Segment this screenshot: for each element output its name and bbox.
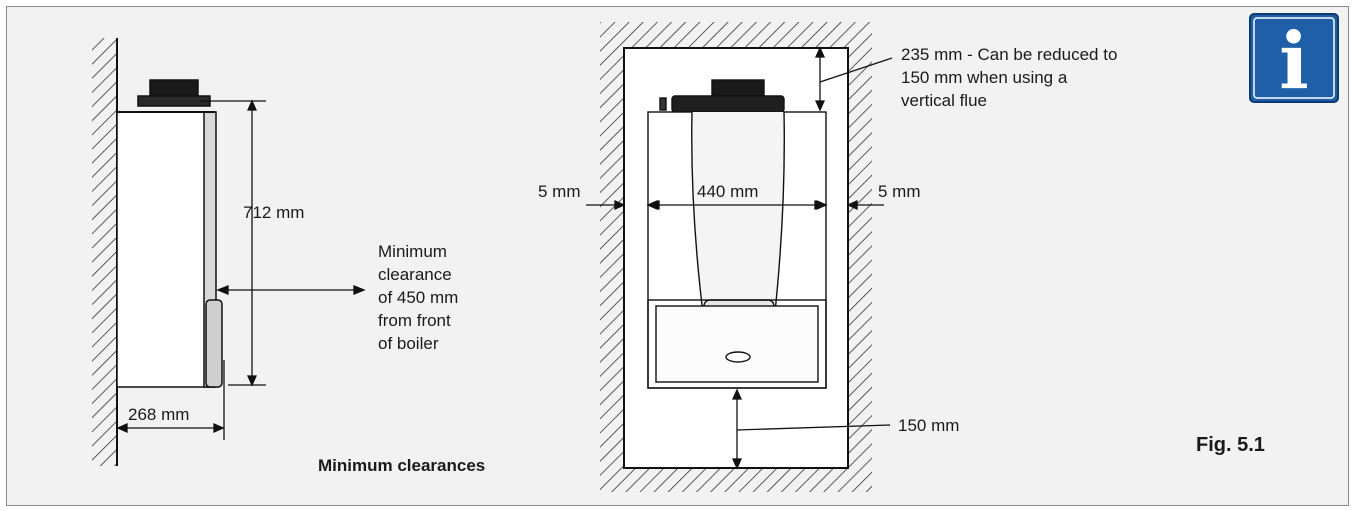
bottom-clearance-label: 150 mm	[898, 416, 959, 435]
side-boiler	[116, 79, 223, 388]
info-icon: i	[1249, 13, 1339, 107]
left-clearance-label: 5 mm	[538, 182, 581, 201]
left-clearance-dimension	[586, 199, 658, 211]
top-clearance-line-1: 235 mm - Can be reduced to	[901, 45, 1117, 64]
side-height-dimension	[200, 99, 266, 387]
width-label: 440 mm	[697, 182, 758, 201]
right-clearance-dimension	[816, 199, 884, 211]
front-clearance-line-4: from front	[378, 311, 451, 330]
side-depth-label: 268 mm	[128, 405, 189, 424]
front-clearance-arrow	[216, 285, 366, 295]
side-height-label: 712 mm	[243, 203, 304, 222]
front-clearance-label: Minimum clearance of 450 mm from front o…	[378, 242, 463, 353]
bottom-clearance-dimension	[731, 388, 891, 470]
front-clearance-line-5: of boiler	[378, 334, 439, 353]
caption: Minimum clearances	[318, 456, 485, 475]
side-wall-hatch	[92, 38, 116, 466]
front-view: 235 mm - Can be reduced to 150 mm when u…	[538, 22, 1122, 492]
front-clearance-line-1: Minimum	[378, 242, 447, 261]
info-icon-glyph: i	[1279, 16, 1309, 107]
top-clearance-line-2: 150 mm when using a	[901, 68, 1068, 87]
front-clearance-line-2: clearance	[378, 265, 452, 284]
side-view: 712 mm Minimum clearance of 450 mm from …	[92, 38, 485, 475]
front-boiler	[647, 79, 827, 389]
side-depth-dimension	[116, 360, 225, 440]
top-clearance-line-3: vertical flue	[901, 91, 987, 110]
right-clearance-label: 5 mm	[878, 182, 921, 201]
top-clearance-dimension	[814, 46, 893, 112]
top-clearance-label: 235 mm - Can be reduced to 150 mm when u…	[901, 45, 1122, 110]
front-clearance-line-3: of 450 mm	[378, 288, 458, 307]
figure-label: Fig. 5.1	[1196, 434, 1265, 456]
